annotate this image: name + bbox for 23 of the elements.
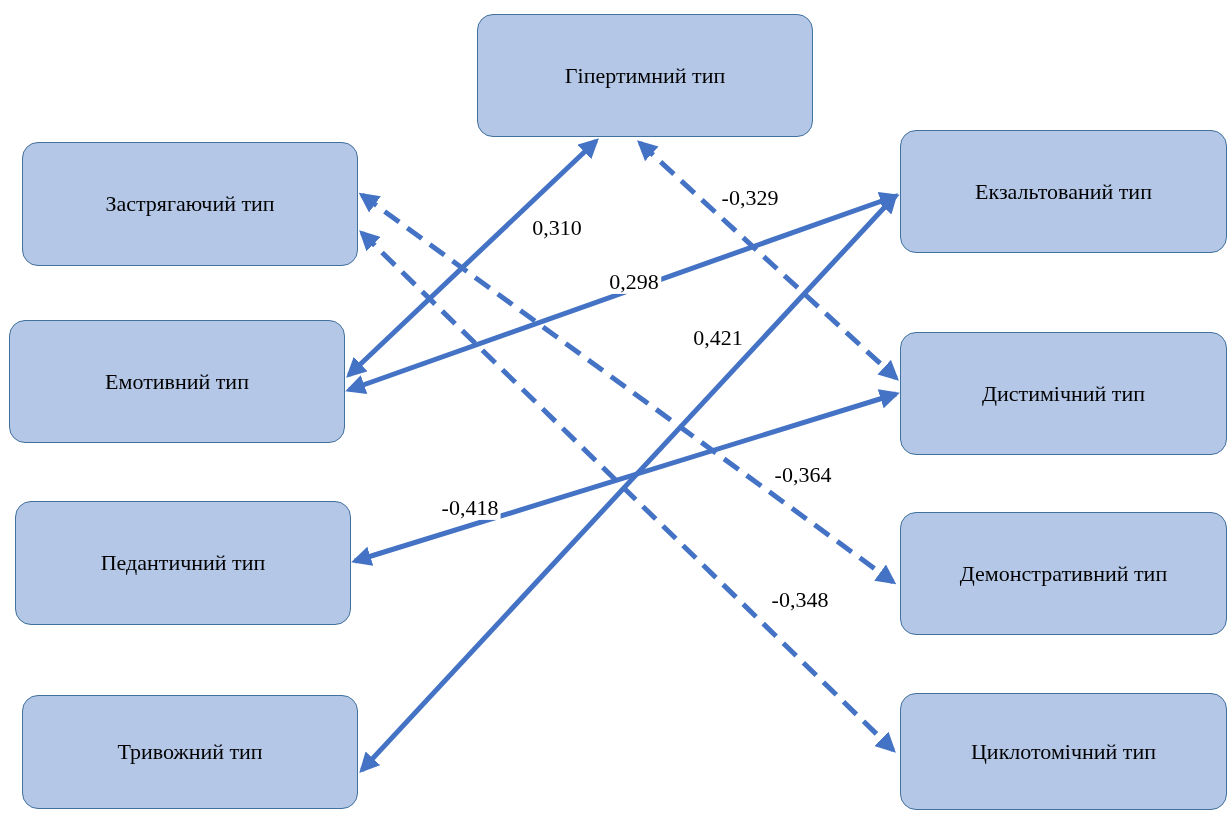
type-box — [477, 14, 813, 137]
double-arrow — [351, 389, 900, 566]
double-arrow — [358, 192, 897, 585]
double-arrow — [637, 140, 899, 381]
type-label: Педантичний тип — [100, 550, 266, 576]
type-box — [900, 130, 1227, 253]
type-box — [900, 332, 1227, 455]
type-box — [900, 693, 1227, 810]
type-label: Тривожний тип — [117, 739, 263, 765]
type-label: Дистимічний тип — [982, 380, 1145, 407]
type-box — [22, 695, 358, 809]
double-arrow — [346, 138, 599, 378]
double-arrow — [345, 191, 900, 395]
type-box — [15, 501, 351, 625]
type-box — [22, 142, 358, 266]
type-label: Екзальтований тип — [975, 178, 1152, 205]
type-label: Демонстративний тип — [959, 560, 1168, 587]
type-label: Циклотомічний тип — [971, 738, 1156, 765]
type-box — [900, 512, 1227, 635]
type-label: Застрягаючий тип — [105, 191, 275, 217]
type-box — [9, 320, 345, 443]
type-label: Гіпертимний тип — [564, 62, 726, 89]
type-label: Емотивний тип — [105, 368, 249, 395]
